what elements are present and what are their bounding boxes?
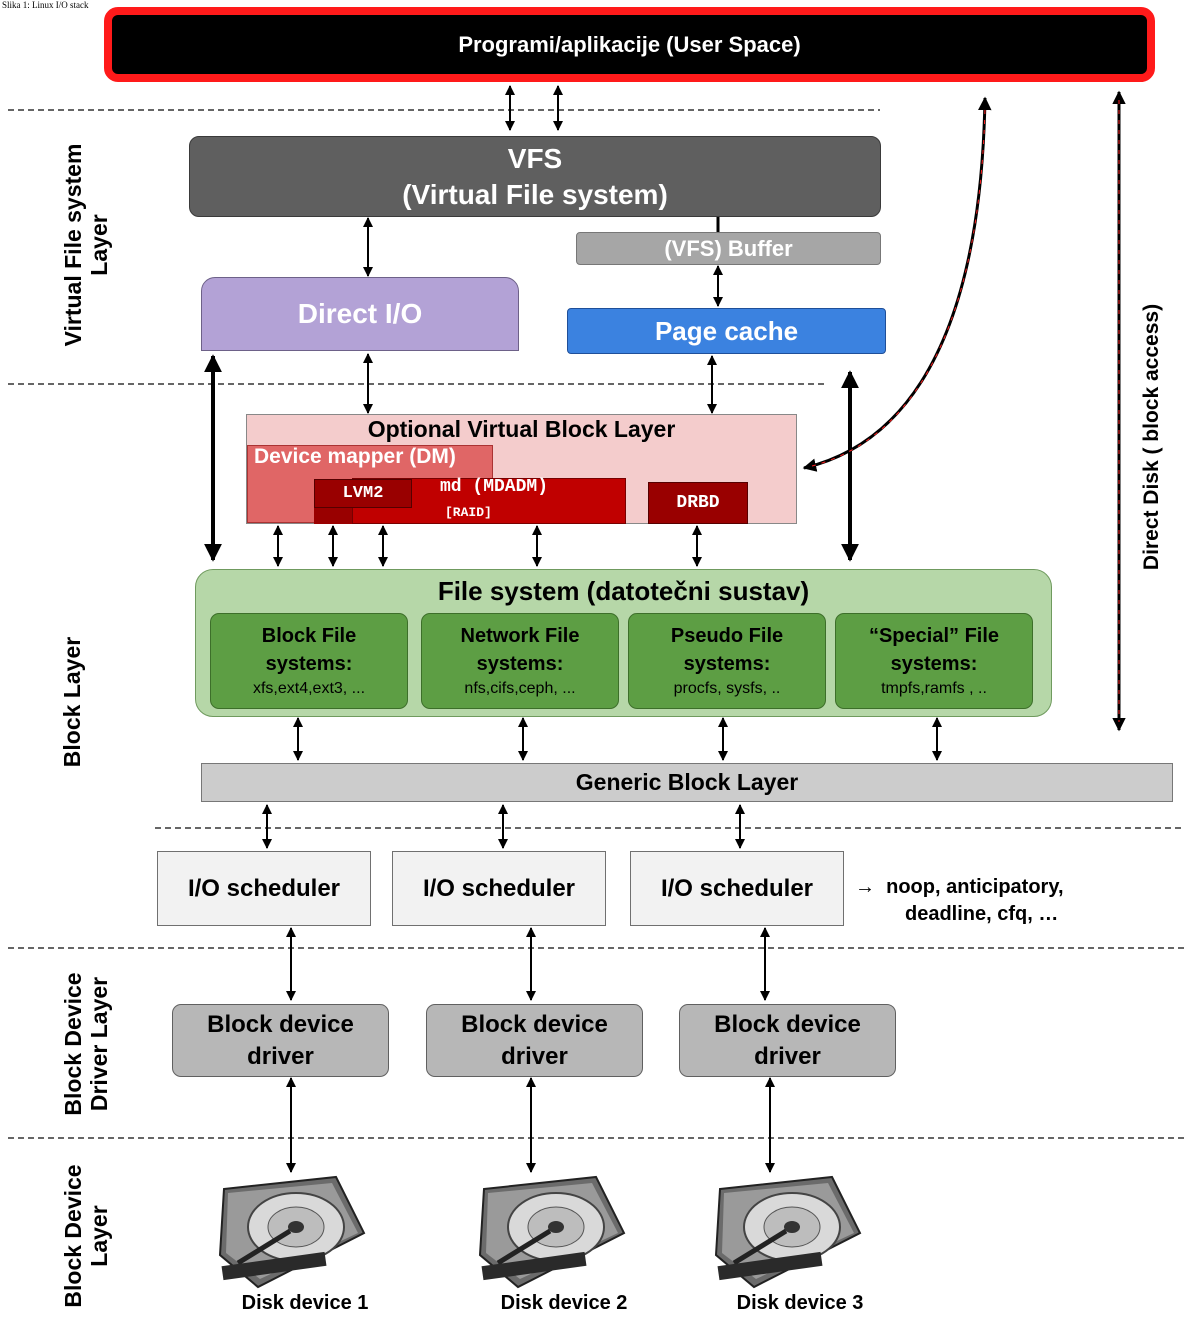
io-scheduler-2: I/O scheduler — [392, 851, 606, 926]
drbd-box: DRBD — [648, 482, 748, 524]
direct-io-box: Direct I/O — [201, 277, 519, 351]
device-mapper-label: Device mapper (DM) — [254, 445, 456, 468]
dm-curve-arrow — [802, 96, 992, 472]
disk-label-1: Disk device 1 — [241, 1292, 369, 1314]
optional-block-title: Optional Virtual Block Layer — [367, 416, 676, 442]
vfs-title: VFS — [507, 143, 563, 174]
caption: Slika 1: Linux I/O stack — [2, 0, 89, 10]
lvm2-box: LVM2 — [314, 479, 412, 508]
disk-label-3: Disk device 3 — [736, 1292, 864, 1314]
fs-type-block: Block File systems: xfs,ext4,ext3, ... — [210, 613, 408, 709]
vfs-box: VFS (Virtual File system) — [189, 136, 881, 217]
file-system-title: File system (datotečni sustav) — [437, 576, 810, 606]
scheduler-note: → noop, anticipatory, deadline, cfq, … — [855, 876, 1064, 925]
vfs-subtitle: (Virtual File system) — [402, 179, 668, 210]
io-scheduler-3: I/O scheduler — [630, 851, 844, 926]
hard-disk-icon — [714, 1175, 862, 1289]
user-space-label: Programi/aplikacije (User Space) — [458, 31, 801, 57]
generic-block-layer: Generic Block Layer — [201, 763, 1173, 802]
fs-type-special: “Special” File systems: tmpfs,ramfs , .. — [835, 613, 1033, 709]
disk-label-2: Disk device 2 — [500, 1292, 628, 1314]
hard-disk-icon — [218, 1175, 366, 1289]
vfs-buffer: (VFS) Buffer — [576, 232, 881, 265]
fs-type-pseudo: Pseudo File systems: procfs, sysfs, .. — [628, 613, 826, 709]
layer-separators — [8, 109, 1184, 1139]
md-label: md (MDADM) — [440, 477, 549, 497]
fs-type-network: Network File systems: nfs,cifs,ceph, ... — [421, 613, 619, 709]
io-scheduler-1: I/O scheduler — [157, 851, 371, 926]
page-cache-box: Page cache — [567, 308, 886, 354]
lvm2-tail — [314, 508, 352, 524]
user-space-bar: Programi/aplikacije (User Space) — [104, 7, 1155, 82]
hard-disk-icon — [478, 1175, 626, 1289]
raid-label: [RAID] — [445, 505, 492, 520]
